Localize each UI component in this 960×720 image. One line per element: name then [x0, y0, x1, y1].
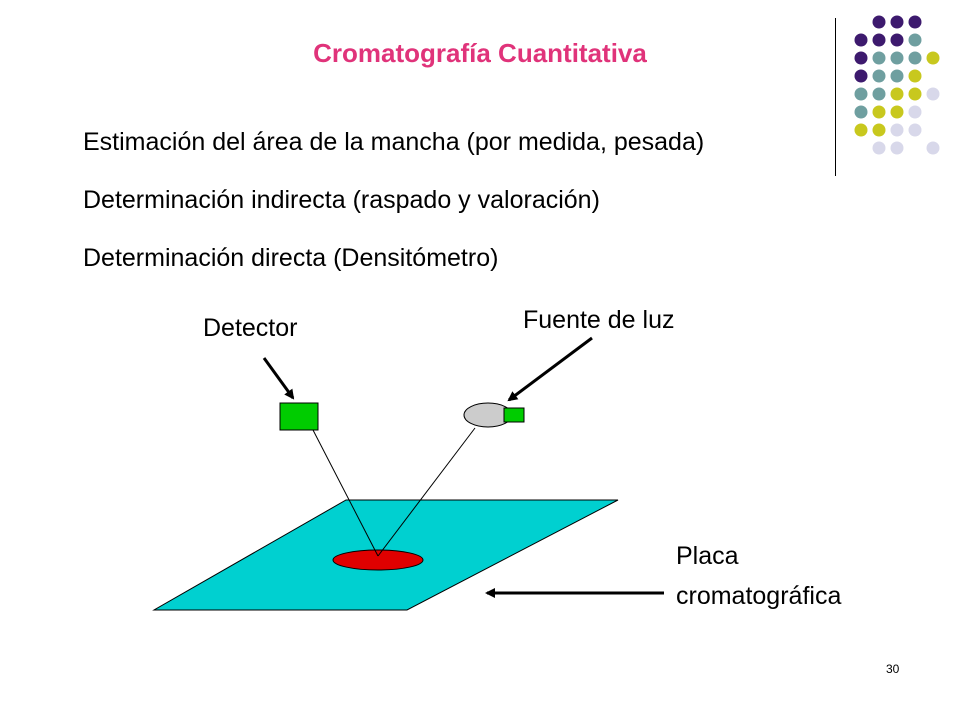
decorative-dot	[890, 51, 904, 65]
decorative-dot	[908, 87, 922, 101]
sample-spot	[332, 549, 424, 571]
decorative-dot	[854, 123, 868, 137]
decorative-dot	[908, 123, 922, 137]
decorative-dot	[872, 87, 886, 101]
decorative-dot	[872, 141, 886, 155]
light-source-arrow	[507, 336, 593, 402]
detector-label: Detector	[203, 314, 298, 342]
decorative-dot	[854, 105, 868, 119]
detector-arrow	[262, 357, 295, 400]
decorative-dot	[854, 33, 868, 47]
plate-label-line1: Placa	[676, 542, 739, 570]
decorative-dot	[890, 69, 904, 83]
decorative-dot	[872, 51, 886, 65]
decorative-dot	[872, 105, 886, 119]
decorative-dot	[908, 69, 922, 83]
decorative-dot	[872, 69, 886, 83]
light-source-label: Fuente de luz	[523, 306, 675, 334]
decorative-dot	[926, 51, 940, 65]
plate-label-line2: cromatográfica	[676, 582, 842, 610]
page-number: 30	[886, 662, 900, 676]
decorative-dot	[890, 105, 904, 119]
plate-label: Placa cromatográfica	[676, 536, 841, 616]
decorative-dot	[890, 15, 904, 29]
bullet-indirect-determination: Determinación indirecta (raspado y valor…	[83, 186, 600, 214]
decorative-dot	[854, 87, 868, 101]
decorative-dot	[890, 33, 904, 47]
decorative-vertical-line	[835, 18, 836, 176]
decorative-dot	[908, 105, 922, 119]
decorative-dot	[908, 51, 922, 65]
decorative-dot	[890, 123, 904, 137]
bullet-direct-determination: Determinación directa (Densitómetro)	[83, 244, 499, 272]
decorative-dot	[908, 15, 922, 29]
lamp-housing	[503, 407, 525, 423]
decorative-dot	[872, 15, 886, 29]
decorative-dot	[854, 69, 868, 83]
decorative-dot	[908, 33, 922, 47]
decorative-dot	[854, 51, 868, 65]
decorative-dot	[890, 87, 904, 101]
decorative-dot	[890, 141, 904, 155]
slide-title: Cromatografía Cuantitativa	[313, 38, 647, 68]
decorative-dot	[926, 141, 940, 155]
incident-light-ray	[377, 427, 476, 557]
reflected-light-ray	[312, 429, 379, 557]
detector-box	[279, 402, 319, 431]
decorative-dot	[872, 33, 886, 47]
decorative-dot	[872, 123, 886, 137]
bullet-area-estimation: Estimación del área de la mancha (por me…	[83, 128, 705, 156]
decorative-dot	[926, 87, 940, 101]
